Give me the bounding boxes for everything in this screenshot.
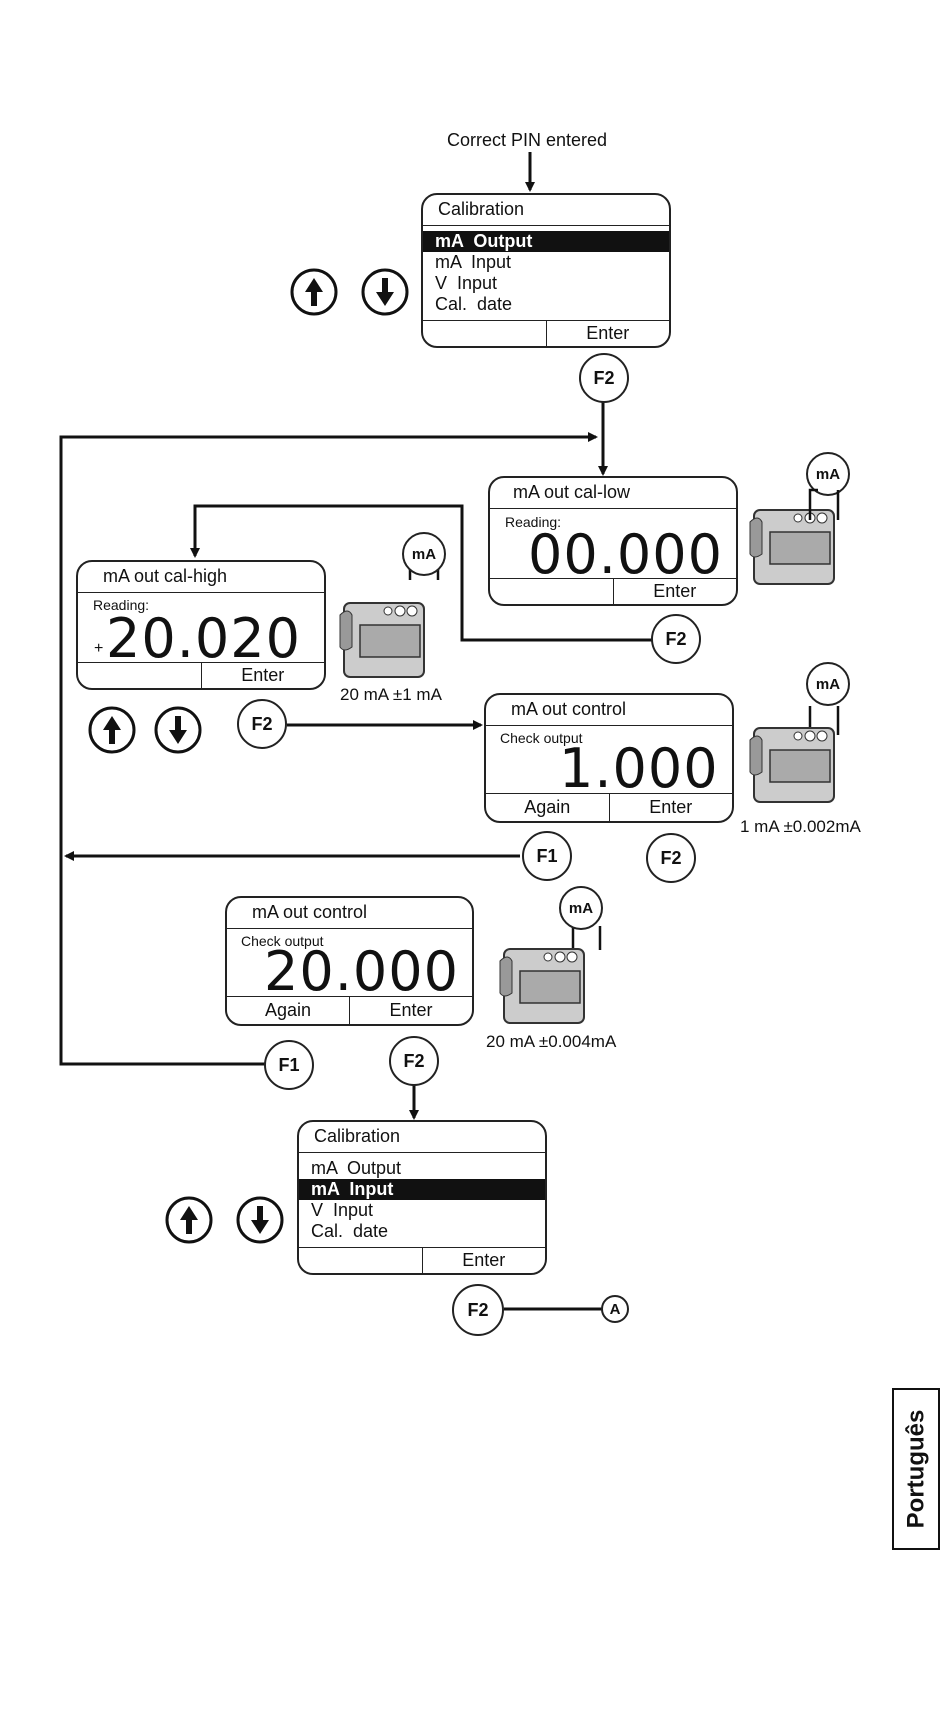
language-tab: Português	[892, 1388, 940, 1550]
reading-value: 00.000	[528, 523, 723, 586]
menu-item-cal-date[interactable]: Cal. date	[435, 294, 513, 314]
tolerance-label-high: 20 mA ±1 mA	[340, 685, 442, 704]
menu-item-ma-output[interactable]: mA Output	[423, 231, 669, 252]
screen-title: mA out cal-high	[78, 562, 324, 593]
screen-title: mA out control	[227, 898, 472, 929]
tolerance-label-control-1: 1 mA ±0.002mA	[740, 817, 861, 836]
calibrator-device-icon	[339, 602, 425, 678]
menu-item-ma-output[interactable]: mA Output	[311, 1158, 402, 1178]
screen-ma-out-cal-high: mA out cal-high Reading: + 20.020 Enter	[76, 560, 326, 690]
screen-calibration-top: Calibration mA Output mA Input V Input C…	[421, 193, 671, 348]
softkey-left[interactable]	[78, 663, 201, 688]
screen-title: mA out control	[486, 695, 732, 726]
up-arrow-icon[interactable]	[290, 268, 338, 316]
down-arrow-icon[interactable]	[236, 1196, 284, 1244]
screen-ma-out-control-1: mA out control Check output 1.000 Again …	[484, 693, 734, 823]
ma-terminal-icon: mA	[806, 452, 850, 496]
screen-calibration-bottom: Calibration mA Output mA Input V Input C…	[297, 1120, 547, 1275]
screen-title: Calibration	[423, 195, 669, 226]
f2-key[interactable]: F2	[579, 353, 629, 403]
f2-key[interactable]: F2	[389, 1036, 439, 1086]
menu-item-ma-input[interactable]: mA Input	[435, 252, 512, 272]
sign-label: +	[94, 640, 104, 657]
softkey-left[interactable]	[423, 321, 546, 346]
reading-label: Reading:	[93, 597, 150, 613]
softkey-left[interactable]	[299, 1248, 422, 1273]
f2-key[interactable]: F2	[651, 614, 701, 664]
check-output-label: Check output	[500, 730, 583, 746]
f2-key[interactable]: F2	[452, 1284, 504, 1336]
softkey-again[interactable]: Again	[264, 1000, 312, 1020]
up-arrow-icon[interactable]	[88, 706, 136, 754]
calibration-menu: mA Output mA Input V Input Cal. date	[299, 1158, 545, 1242]
f1-key[interactable]: F1	[522, 831, 572, 881]
menu-item-ma-input[interactable]: mA Input	[299, 1179, 545, 1200]
menu-item-v-input[interactable]: V Input	[311, 1200, 374, 1220]
f1-key[interactable]: F1	[264, 1040, 314, 1090]
connector-a-icon: A	[601, 1295, 629, 1323]
screen-ma-out-control-20: mA out control Check output 20.000 Again…	[225, 896, 474, 1026]
softkey-enter[interactable]: Enter	[421, 1248, 546, 1273]
calibrator-device-icon	[749, 509, 835, 585]
ma-terminal-icon: mA	[559, 886, 603, 930]
ma-terminal-icon: mA	[402, 532, 446, 576]
down-arrow-icon[interactable]	[154, 706, 202, 754]
output-value: 20.000	[264, 940, 459, 1003]
calibrator-device-icon	[749, 727, 835, 803]
screen-title: Calibration	[299, 1122, 545, 1153]
f2-key[interactable]: F2	[237, 699, 287, 749]
softkey-left[interactable]	[490, 579, 613, 604]
softkey-enter[interactable]: Enter	[612, 579, 737, 604]
screen-title: mA out cal-low	[490, 478, 736, 509]
softkey-enter[interactable]: Enter	[200, 663, 325, 688]
language-label: Português	[902, 1409, 929, 1529]
softkey-enter[interactable]: Enter	[545, 321, 670, 346]
f2-key[interactable]: F2	[646, 833, 696, 883]
calibration-menu: mA Output mA Input V Input Cal. date	[423, 231, 669, 315]
up-arrow-icon[interactable]	[165, 1196, 213, 1244]
menu-item-v-input[interactable]: V Input	[435, 273, 498, 293]
reading-value: 20.020	[106, 607, 301, 670]
tolerance-label-control-20: 20 mA ±0.004mA	[486, 1032, 617, 1051]
check-output-label: Check output	[241, 933, 324, 949]
calibrator-device-icon	[499, 948, 585, 1024]
softkey-again[interactable]: Again	[524, 797, 571, 817]
softkey-enter[interactable]: Enter	[608, 794, 733, 821]
screen-ma-out-cal-low: mA out cal-low Reading: 00.000 Enter	[488, 476, 738, 606]
output-value: 1.000	[559, 737, 719, 800]
ma-terminal-icon: mA	[806, 662, 850, 706]
down-arrow-icon[interactable]	[361, 268, 409, 316]
reading-label: Reading:	[505, 514, 562, 530]
menu-item-cal-date[interactable]: Cal. date	[311, 1221, 389, 1241]
start-label: Correct PIN entered	[447, 130, 608, 150]
softkey-enter[interactable]: Enter	[349, 997, 472, 1024]
